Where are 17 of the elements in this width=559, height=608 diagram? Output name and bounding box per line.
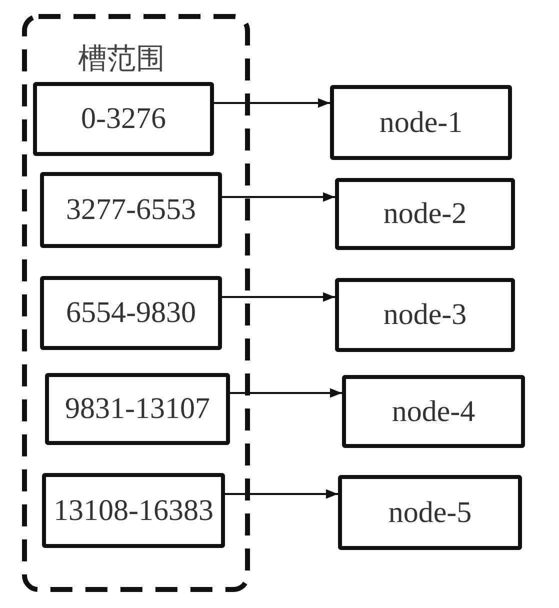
cluster-node-box: node-3	[335, 278, 515, 352]
arrow	[222, 292, 335, 302]
arrow	[225, 489, 338, 499]
slot-range-box: 9831-13107	[45, 373, 230, 445]
arrow	[222, 192, 335, 202]
arrow	[230, 388, 342, 398]
cluster-node-box: node-2	[335, 178, 515, 250]
arrow	[214, 98, 330, 108]
cluster-node-box: node-5	[338, 475, 522, 550]
slot-range-box: 3277-6553	[40, 172, 222, 248]
group-heading: 槽范围	[78, 44, 165, 73]
cluster-node-box: node-1	[330, 85, 512, 160]
dashed-frame	[22, 14, 250, 592]
slot-range-box: 6554-9830	[40, 276, 222, 350]
slot-range-box: 0-3276	[33, 82, 214, 156]
cluster-node-box: node-4	[342, 375, 525, 448]
slot-range-box: 13108-16383	[42, 473, 225, 548]
